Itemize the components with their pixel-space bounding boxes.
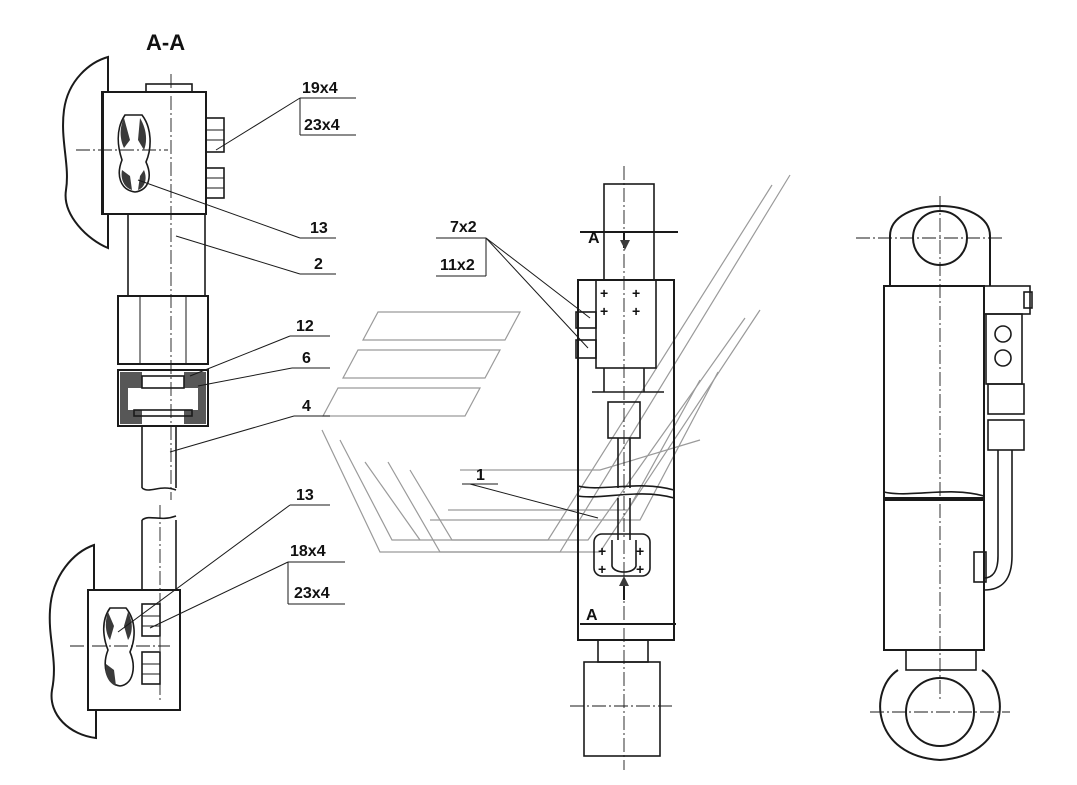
- mid-bolt-2: [575, 339, 597, 359]
- svg-text:+: +: [632, 303, 640, 319]
- section-view-a-a: A-A: [48, 30, 356, 740]
- section-title: A-A: [146, 30, 185, 55]
- side-nut-1: [987, 383, 1025, 415]
- svg-text:+: +: [598, 561, 606, 577]
- callout-18x4: 18x4: [290, 543, 326, 560]
- callout-1: 1: [476, 467, 485, 484]
- side-nut-2: [987, 419, 1025, 451]
- side-cylinder-body: [883, 285, 985, 499]
- side-elbow: [973, 551, 987, 583]
- svg-text:+: +: [636, 561, 644, 577]
- svg-text:+: +: [600, 285, 608, 301]
- side-cylinder-lower: [883, 499, 985, 651]
- lower-bolt-2: [141, 651, 161, 685]
- lower-bracket: [87, 589, 181, 711]
- svg-text:+: +: [600, 303, 608, 319]
- side-fitting-block: [985, 313, 1023, 385]
- svg-text:+: +: [598, 543, 606, 559]
- callout-4: 4: [302, 398, 311, 415]
- side-bottom-neck: [905, 649, 977, 671]
- front-view: A + + + + + + + + A: [436, 166, 678, 770]
- callout-2: 2: [314, 256, 323, 273]
- callout-12: 12: [296, 318, 314, 335]
- lower-bolt-1: [141, 603, 161, 637]
- section-mark-a-top: A: [588, 230, 600, 247]
- lower-mount-block: [593, 533, 651, 577]
- callout-23x4-top: 23x4: [304, 117, 340, 134]
- gland-nut: [117, 369, 209, 427]
- lower-frame: [48, 543, 97, 740]
- lower-pin-cutout: [102, 607, 135, 687]
- section-mark-a-bottom: A: [586, 607, 598, 624]
- coupling: [607, 401, 641, 439]
- watermark-logo: [321, 174, 791, 553]
- upper-bracket: [101, 91, 207, 215]
- callout-7x2: 7x2: [450, 219, 477, 236]
- callout-11x2: 11x2: [440, 257, 475, 274]
- callout-13-top: 13: [310, 220, 328, 237]
- side-fitting-top: [983, 285, 1031, 315]
- upper-bolt-1: [205, 117, 225, 153]
- bottom-neck: [597, 639, 649, 663]
- bottom-rod: [583, 661, 661, 757]
- side-view: [856, 196, 1033, 762]
- callout-23x4-bottom: 23x4: [294, 585, 330, 602]
- upper-bolt-2: [205, 167, 225, 199]
- upper-pin-cutout: [117, 114, 151, 193]
- svg-text:+: +: [632, 285, 640, 301]
- callout-6: 6: [302, 350, 311, 367]
- cylinder-sleeve: [117, 295, 209, 365]
- callout-13-bottom: 13: [296, 487, 314, 504]
- callout-19x4: 19x4: [302, 80, 338, 97]
- upper-frame: [62, 55, 109, 250]
- svg-text:+: +: [636, 543, 644, 559]
- bottom-eye: [879, 669, 1001, 762]
- mid-bolt-1: [575, 311, 597, 329]
